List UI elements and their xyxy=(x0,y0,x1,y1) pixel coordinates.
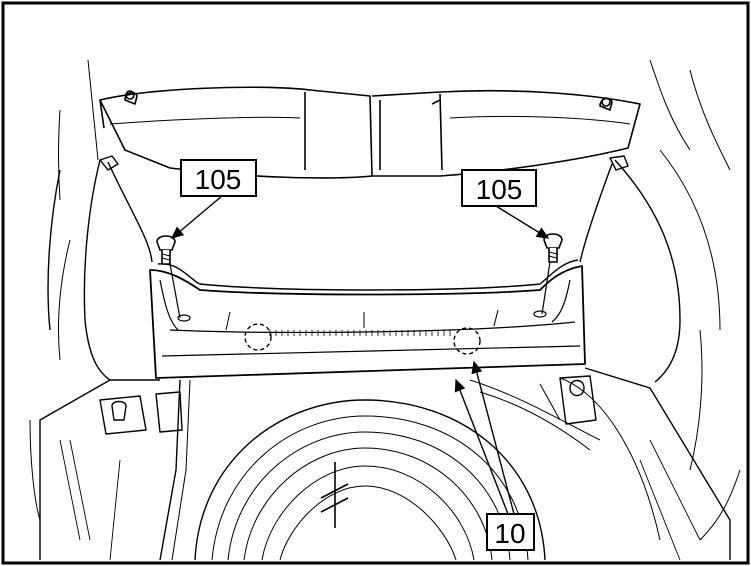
screw-icon xyxy=(156,235,191,322)
callout-105-left: 105 xyxy=(180,159,257,197)
leader-arrow-10-a xyxy=(454,378,509,515)
right-side-wall xyxy=(579,59,741,541)
leader-arrow-10-b xyxy=(471,360,515,515)
front-direction-icon xyxy=(320,462,349,528)
leader-arrow-right xyxy=(495,205,550,239)
clip-icon xyxy=(453,327,481,355)
callout-10: 10 xyxy=(486,513,535,551)
left-side-wall xyxy=(29,59,153,521)
callout-105-right: 105 xyxy=(461,169,537,207)
leader-arrow-left xyxy=(170,195,223,239)
trim-panel xyxy=(149,259,586,379)
callout-10-label: 10 xyxy=(494,518,525,549)
callout-105-left-label: 105 xyxy=(195,164,242,195)
cargo-floor xyxy=(39,367,731,561)
callout-105-right-label: 105 xyxy=(476,174,523,205)
clip-icon xyxy=(244,323,272,351)
